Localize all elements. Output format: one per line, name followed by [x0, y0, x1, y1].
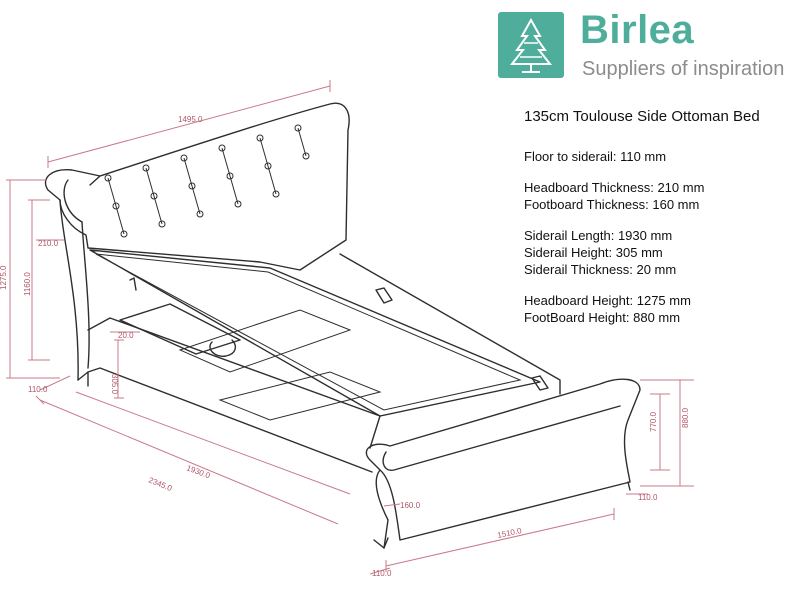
dim-siderail-height: 305.0 — [110, 374, 119, 395]
spec-floor-to-siderail: Floor to siderail: 110 mm — [524, 149, 667, 164]
dim-headboard-inner-height: 1160.0 — [23, 272, 32, 296]
brand-name: Birlea — [580, 8, 695, 52]
dim-footboard-inner-height: 770.0 — [649, 411, 658, 432]
headboard — [44, 102, 350, 387]
dim-foot-leg: 110.0 — [638, 493, 658, 502]
brand-tagline: Suppliers of inspiration — [582, 58, 785, 80]
spec-footboard-thickness: Footboard Thickness: 160 mm — [524, 197, 700, 212]
spec-headboard-height: Headboard Height: 1275 mm — [524, 293, 691, 308]
headboard-tufting — [104, 124, 310, 238]
ottoman-lid — [89, 249, 541, 417]
dim-headboard-width: 1495.0 — [178, 115, 203, 124]
spec-headboard-thickness: Headboard Thickness: 210 mm — [524, 180, 705, 195]
tufting-seams — [107, 127, 307, 235]
dim-footboard-thickness: 160.0 — [400, 501, 421, 510]
spec-footboard-height: FootBoard Height: 880 mm — [524, 310, 681, 325]
dim-overall-length: 2345.0 — [147, 476, 174, 494]
spec-siderail-length: Siderail Length: 1930 mm — [524, 228, 673, 243]
product-title: 135cm Toulouse Side Ottoman Bed — [524, 108, 760, 125]
dim-footboard-height: 880.0 — [681, 407, 690, 428]
christmas-tree-icon — [498, 12, 564, 78]
dim-siderail-thickness: 20.0 — [118, 331, 134, 340]
dimension-lines — [6, 80, 694, 575]
bed-base — [87, 253, 561, 473]
dim-headboard-height: 1275.0 — [0, 265, 8, 290]
dim-headboard-thickness: 210.0 — [38, 239, 59, 248]
footboard — [365, 378, 641, 549]
dim-floor-to-siderail: 110.0 — [28, 385, 48, 394]
spec-siderail-thickness: Siderail Thickness: 20 mm — [524, 262, 677, 277]
spec-siderail-height: Siderail Height: 305 mm — [524, 245, 663, 260]
dim-foot-floor: 110.0 — [372, 569, 392, 578]
spec-list: Floor to siderail: 110 mm Headboard Thic… — [524, 148, 796, 326]
